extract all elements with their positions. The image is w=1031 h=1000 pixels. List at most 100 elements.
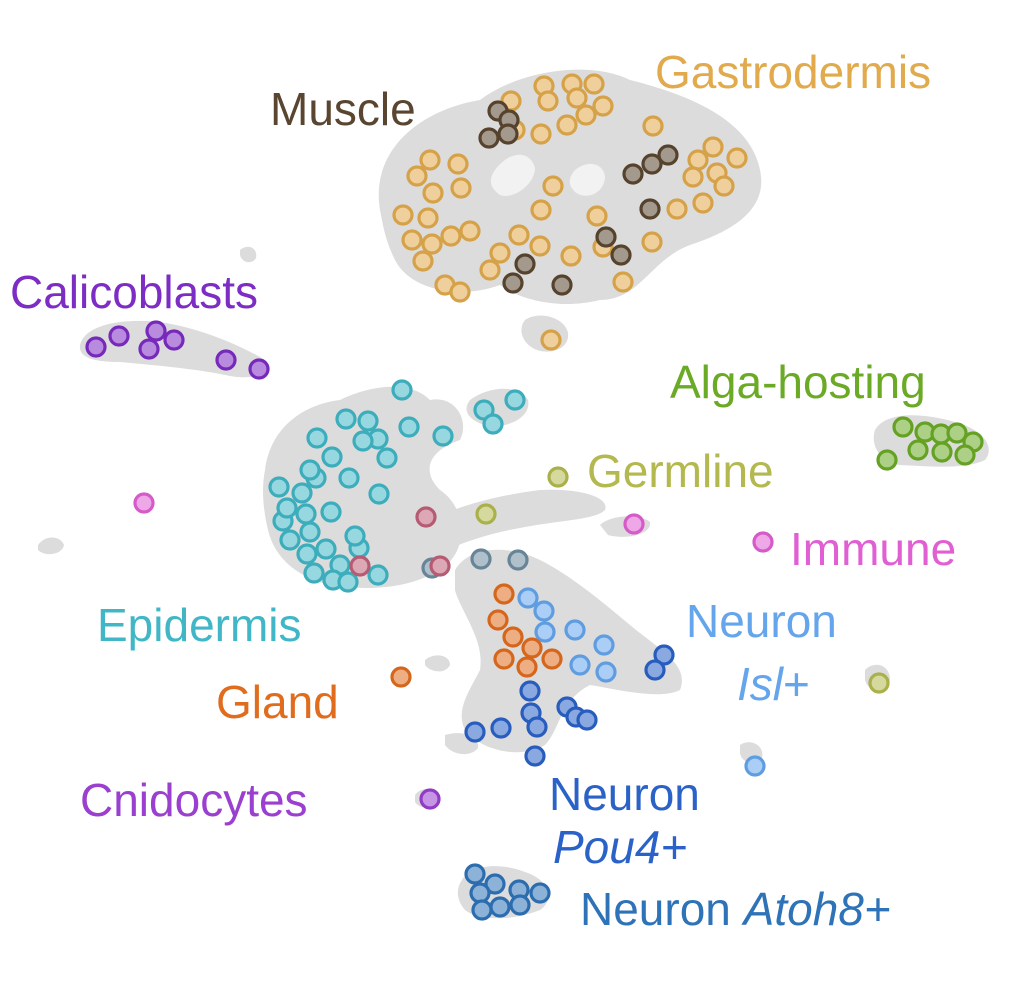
label-cnidocytes-10: Cnidocytes	[80, 774, 308, 826]
point-muscle-7	[639, 198, 661, 220]
point-gastrodermis-7	[575, 104, 597, 126]
label-gland-9: Gland	[216, 676, 339, 728]
point-gland-4	[493, 648, 515, 670]
point-gastrodermis-33	[529, 235, 551, 257]
point-epidermis-4	[352, 430, 374, 452]
point-gastrodermis-45	[489, 242, 511, 264]
point-immune-1	[623, 513, 645, 535]
point-gland-5	[516, 656, 538, 678]
point-neuron-atoh8-4	[469, 882, 491, 904]
point-alga-hosting-5	[907, 439, 929, 461]
point-epidermis-23	[315, 538, 337, 560]
point-neuron-isl-2	[534, 621, 556, 643]
point-gastrodermis-27	[421, 233, 443, 255]
point-epidermis-27	[337, 571, 359, 593]
point-immune-0	[133, 492, 155, 514]
point-epidermis-17	[338, 467, 360, 489]
point-calicoblasts-0	[85, 336, 107, 358]
point-neuron-pou4-8	[464, 721, 486, 743]
point-epidermis-7	[432, 425, 454, 447]
point-gastrodermis-3	[583, 73, 605, 95]
point-muscle-6	[657, 144, 679, 166]
point-gland-2	[502, 626, 524, 648]
point-muscle-12	[551, 274, 573, 296]
point-gastrodermis-4	[537, 90, 559, 112]
point-germline-0	[547, 466, 569, 488]
point-neuron-isl-7	[744, 755, 766, 777]
point-gastrodermis-20	[422, 182, 444, 204]
point-epidermis-0	[391, 379, 413, 401]
point-calicoblasts-1	[108, 325, 130, 347]
point-gastrodermis-26	[401, 229, 423, 251]
point-gastrodermis-9	[530, 123, 552, 145]
point-muscle-8	[595, 226, 617, 248]
point-germline-2	[868, 672, 890, 694]
point-epidermis-12	[321, 446, 343, 468]
series-neuron-atoh8	[464, 863, 551, 921]
label-muscle-1: Muscle	[270, 83, 416, 135]
point-gland-0	[493, 583, 515, 605]
point-gastrodermis-6	[592, 95, 614, 117]
point-epidermis-19	[295, 503, 317, 525]
label-neuron-atoh8-13: Neuron Atoh8+	[580, 883, 891, 935]
point-neuron-pou4-6	[576, 709, 598, 731]
point-neuron-atoh8-3	[529, 882, 551, 904]
point-neuron-pou4-10	[524, 745, 546, 767]
point-epidermis-22	[296, 543, 318, 565]
label-isl-7: Isl+	[737, 658, 810, 710]
point-neuron-isl-6	[595, 661, 617, 683]
point-calicoblasts-3	[145, 320, 167, 342]
point-neuron-atoh8-6	[509, 894, 531, 916]
point-gastrodermis-14	[687, 149, 709, 171]
series-mixed-pink	[349, 506, 451, 577]
point-epidermis-16	[299, 459, 321, 481]
label-germline-4: Germline	[587, 445, 774, 497]
point-neuron-atoh8-7	[471, 899, 493, 921]
point-neuron-pou4-7	[526, 716, 548, 738]
point-epidermis-33	[276, 497, 298, 519]
series-muscle	[478, 100, 679, 296]
point-mixed-pink-0	[415, 506, 437, 528]
point-gland-7	[390, 666, 412, 688]
series-cnidocytes	[419, 788, 441, 810]
point-neuron-isl-3	[564, 619, 586, 641]
point-alga-hosting-3	[946, 422, 968, 444]
point-gastrodermis-25	[459, 220, 481, 242]
point-gastrodermis-19	[406, 165, 428, 187]
point-neuron-pou4-2	[519, 680, 541, 702]
point-gastrodermis-23	[417, 207, 439, 229]
point-gastrodermis-29	[479, 259, 501, 281]
label-neuron-6: Neuron	[686, 595, 837, 647]
point-gastrodermis-35	[586, 205, 608, 227]
label-gastrodermis-0: Gastrodermis	[655, 46, 931, 98]
label-epidermis-8: Epidermis	[97, 599, 302, 651]
point-epidermis-18	[320, 501, 342, 523]
series-neuron-pou4	[464, 644, 675, 767]
point-mixed-pink-1	[429, 555, 451, 577]
point-immune-2	[752, 531, 774, 553]
point-epidermis-2	[357, 410, 379, 432]
point-gastrodermis-44	[713, 175, 735, 197]
point-gastrodermis-24	[440, 225, 462, 247]
label-immune-5: Immune	[790, 523, 956, 575]
point-gastrodermis-16	[682, 166, 704, 188]
point-gland-6	[541, 648, 563, 670]
point-neuron-atoh8-5	[489, 896, 511, 918]
series-alga-hosting	[876, 416, 984, 471]
point-neuron-pou4-0	[653, 644, 675, 666]
point-gastrodermis-43	[540, 329, 562, 351]
point-gland-1	[487, 609, 509, 631]
point-epidermis-32	[299, 521, 321, 543]
point-neuron-atoh8-0	[464, 863, 486, 885]
point-gastrodermis-18	[447, 153, 469, 175]
point-neuron-isl-4	[593, 634, 615, 656]
point-epidermis-11	[376, 447, 398, 469]
point-epidermis-15	[291, 482, 313, 504]
point-alga-hosting-6	[931, 441, 953, 463]
point-gastrodermis-22	[392, 204, 414, 226]
point-calicoblasts-2	[138, 338, 160, 360]
point-alga-hosting-7	[954, 444, 976, 466]
point-gastrodermis-8	[556, 114, 578, 136]
point-germline-1	[475, 503, 497, 525]
point-epidermis-9	[504, 389, 526, 411]
